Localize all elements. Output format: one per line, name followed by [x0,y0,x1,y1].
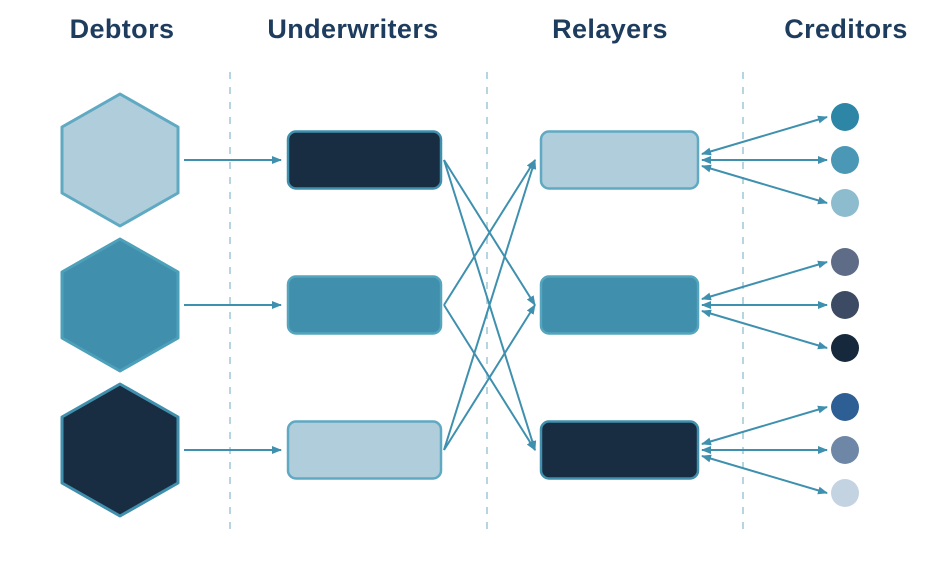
underwriter-box [286,275,443,335]
relayer-creditor-arrow [701,164,828,205]
relayer-creditor-arrow [701,115,828,156]
relayer-creditor-arrow [701,260,828,301]
underwriter-relayer-arrow [443,304,536,451]
column-header-underwriters: Underwriters [267,14,439,44]
relayer-box [539,130,700,190]
column-header-relayers: Relayers [552,14,668,44]
creditor-circle [831,146,859,174]
creditor-circle [831,479,859,507]
creditor-circle [831,436,859,464]
creditor-circle [831,248,859,276]
creditor-circle [831,291,859,319]
creditor-circle [831,334,859,362]
column-header-creditors: Creditors [784,14,908,44]
creditor-circle [831,189,859,217]
underwriter-relayer-arrow [443,159,536,306]
creditor-circle [831,393,859,421]
underwriter-box [286,130,443,190]
relayer-box [539,420,700,480]
underwriter-box [286,420,443,480]
debtor-hexagon [60,237,180,373]
column-header-debtors: Debtors [69,14,175,44]
creditor-circle [831,103,859,131]
relayer-creditor-arrow [701,405,828,446]
relayer-creditor-arrow [701,309,828,350]
relayer-creditor-arrow [701,454,828,495]
debtor-hexagon [60,92,180,228]
underwriter-relayer-arrow [443,159,537,451]
debtor-hexagon [60,382,180,518]
relayer-box [539,275,700,335]
